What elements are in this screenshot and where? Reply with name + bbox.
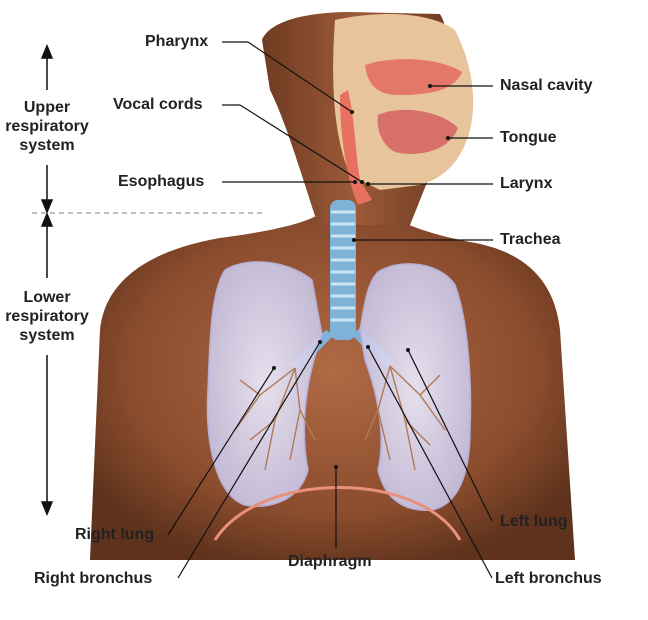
tongue-shape bbox=[377, 109, 458, 154]
label-esophagus: Esophagus bbox=[118, 173, 205, 190]
label-left-lung: Left lung bbox=[500, 513, 568, 530]
label-trachea: Trachea bbox=[500, 231, 561, 248]
upper-system-line-2: respiratory bbox=[5, 118, 89, 135]
label-pharynx: Pharynx bbox=[145, 33, 209, 50]
label-diaphragm: Diaphragm bbox=[288, 553, 372, 570]
pharynx-tube bbox=[340, 90, 372, 205]
label-left-bronchus: Left bronchus bbox=[495, 570, 602, 587]
lower-system-line-2: respiratory bbox=[5, 308, 89, 325]
upper-system-arrow bbox=[40, 44, 54, 214]
leader-lines bbox=[167, 41, 493, 579]
upper-system-line-1: Upper bbox=[23, 99, 71, 116]
trachea-rings bbox=[331, 210, 355, 322]
lower-system-line-3: system bbox=[19, 327, 75, 344]
label-tongue: Tongue bbox=[500, 129, 557, 146]
label-right-lung: Right lung bbox=[75, 526, 155, 543]
lower-system-arrow bbox=[40, 212, 54, 516]
upper-system-line-3: system bbox=[19, 137, 75, 154]
label-vocal-cords: Vocal cords bbox=[113, 96, 203, 113]
label-right-bronchus: Right bronchus bbox=[34, 570, 153, 587]
lower-system-label: Lower respiratory system bbox=[0, 288, 102, 345]
lower-system-line-1: Lower bbox=[23, 289, 71, 306]
diaphragm-arc bbox=[213, 486, 462, 541]
label-nasal-cavity: Nasal cavity bbox=[500, 77, 593, 94]
upper-system-label: Upper respiratory system bbox=[0, 98, 102, 155]
leader-dots bbox=[272, 84, 450, 469]
label-larynx: Larynx bbox=[500, 175, 553, 192]
